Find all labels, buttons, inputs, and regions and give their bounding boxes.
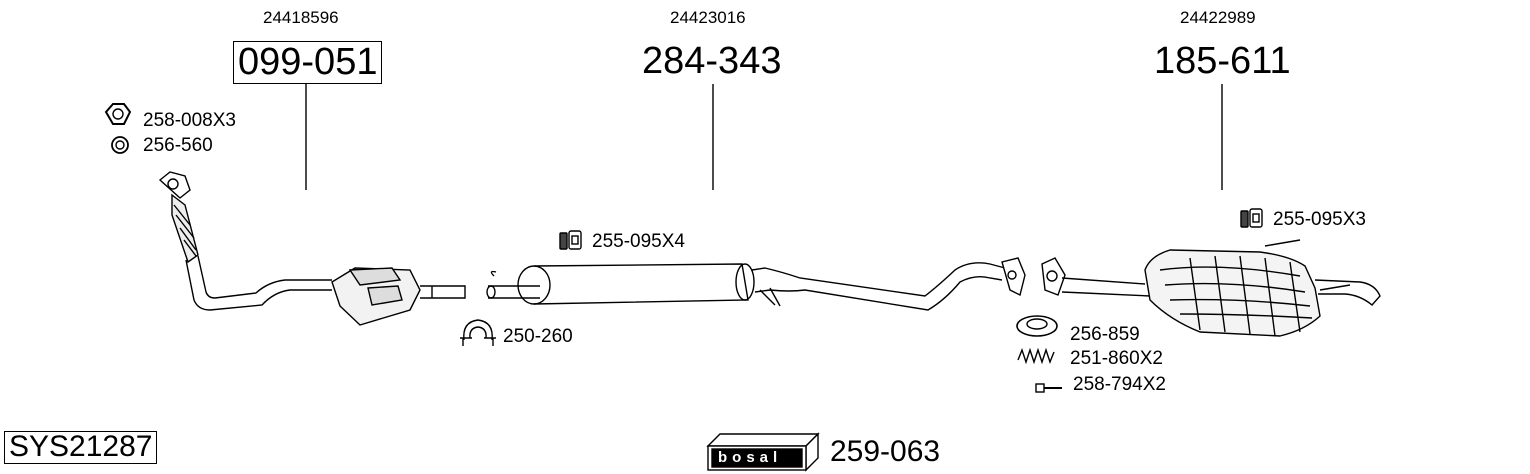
- accessory-label[interactable]: 258-794X2: [1073, 374, 1166, 395]
- nut-icon: [104, 103, 132, 125]
- kit-number[interactable]: 259-063: [830, 435, 941, 468]
- rubber-mount-icon-2: [1240, 208, 1263, 228]
- accessory-label[interactable]: 256-560: [143, 135, 213, 156]
- rear-silencer-drawing: [1041, 239, 1381, 337]
- accessory-label[interactable]: 256-859: [1070, 324, 1140, 345]
- accessory-label[interactable]: 251-860X2: [1070, 348, 1163, 369]
- accessory-label[interactable]: 255-095X3: [1273, 209, 1366, 230]
- ring-gasket-icon: [111, 136, 129, 154]
- pipe-clamp-icon: [460, 319, 496, 346]
- system-code: SYS21287: [4, 431, 158, 464]
- oem-number: 24418596: [263, 8, 339, 27]
- bosal-kit-box: [706, 432, 820, 472]
- accessory-label[interactable]: 258-008X3: [143, 110, 236, 131]
- oem-number: 24423016: [670, 8, 746, 27]
- accessory-label[interactable]: 255-095X4: [592, 231, 685, 252]
- bosal-logo: bosal: [718, 449, 783, 466]
- oem-number: 24422989: [1180, 8, 1256, 27]
- front-pipe-drawing: [158, 171, 466, 326]
- part-number-284-343[interactable]: 284-343: [642, 40, 782, 82]
- rubber-mount-icon-1: [559, 230, 582, 250]
- part-number-185-611[interactable]: 185-611: [1154, 40, 1291, 82]
- part-number-099-051[interactable]: 099-051: [233, 41, 383, 84]
- accessory-label[interactable]: 250-260: [503, 326, 573, 347]
- bolt-icon: [1035, 383, 1062, 393]
- cone-gasket-icon: [1016, 315, 1058, 337]
- spring-icon: [1017, 347, 1055, 365]
- middle-silencer-drawing: [486, 257, 1026, 311]
